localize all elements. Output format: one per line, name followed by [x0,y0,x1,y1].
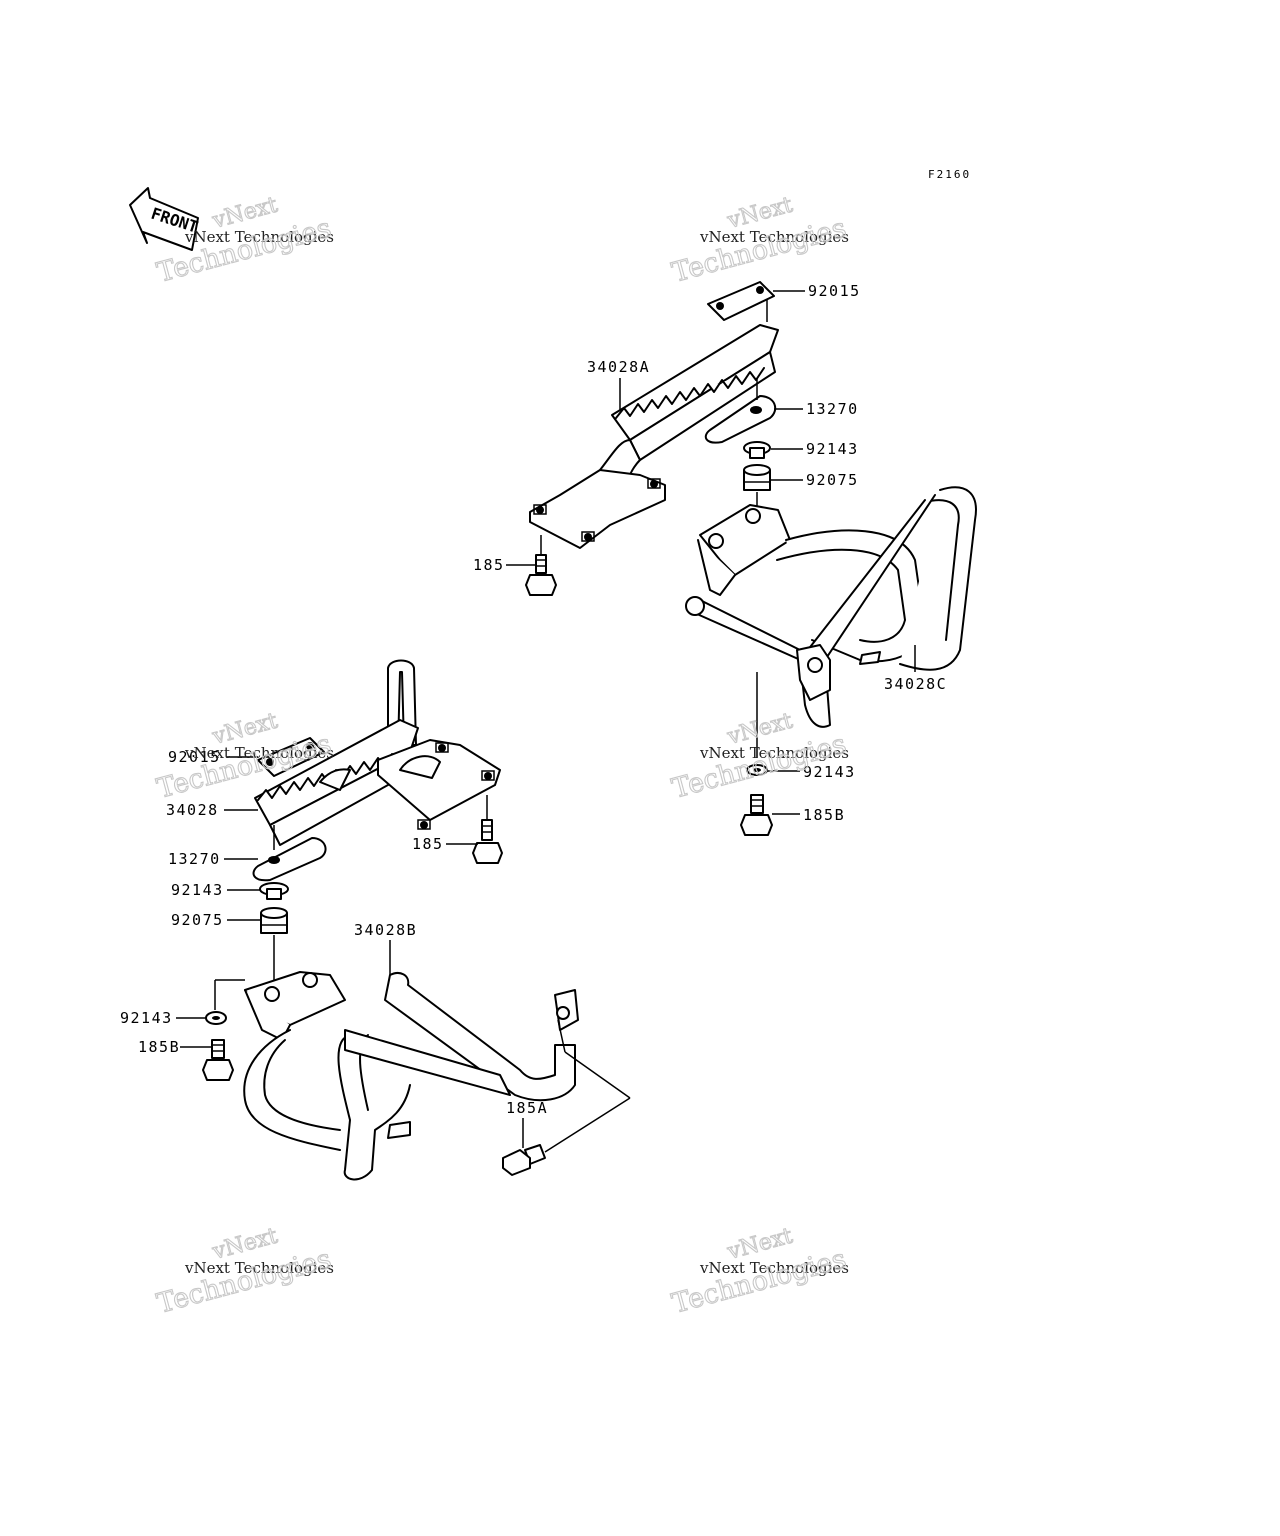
footrest-34028a [529,324,779,549]
plate-13270-lower [252,837,327,882]
label-92143-lower: 92143 [171,881,224,899]
label-185a: 185A [506,1099,548,1117]
label-92075-upper: 92075 [806,471,859,489]
label-92015-lower: 92015 [168,748,221,766]
guard-34028c [685,486,977,728]
label-34028: 34028 [166,801,219,819]
watermark-line1: vNext Technologies [184,744,334,762]
label-34028a: 34028A [587,358,650,376]
label-13270-upper: 13270 [806,400,859,418]
label-92143-upper: 92143 [806,440,859,458]
bolt-185b-lower [202,1039,234,1081]
label-185-lower: 185 [412,835,444,853]
label-92075-lower: 92075 [171,911,224,929]
plate-13270-upper [704,395,777,444]
label-92143-right: 92143 [803,763,856,781]
watermark-line1: vNext Technologies [699,1259,849,1277]
bolt-185-upper [525,554,557,596]
clip-92015-lower [257,737,325,777]
collar-92143-upper [743,441,771,459]
bolt-185-lower [472,819,503,864]
label-92143-lower-left: 92143 [120,1009,173,1027]
label-92015-upper: 92015 [808,282,861,300]
watermark-line1: vNext Technologies [699,228,849,246]
watermark-line1: vNext Technologies [699,744,849,762]
watermark-line1: vNext Technologies [184,228,334,246]
label-185-upper: 185 [473,556,505,574]
clip-92015-upper [707,281,775,321]
washer-92143-right [746,764,768,776]
washer-92143-lower-left [205,1011,227,1025]
label-13270-lower: 13270 [168,850,221,868]
label-185b-lower: 185B [138,1038,180,1056]
diagram-code: F2160 [928,168,971,181]
bolt-185b-right [740,794,773,836]
label-34028b: 34028B [354,921,417,939]
label-185b-right: 185B [803,806,845,824]
grommet-92075-upper [743,464,771,491]
guard-34028b [243,971,579,1181]
bolt-185a [502,1144,546,1176]
grommet-92075-lower [260,907,288,934]
footrest-34028 [254,659,501,846]
label-34028c: 34028C [884,675,947,693]
collar-92143-lower [259,882,289,900]
watermark-line1: vNext Technologies [184,1259,334,1277]
